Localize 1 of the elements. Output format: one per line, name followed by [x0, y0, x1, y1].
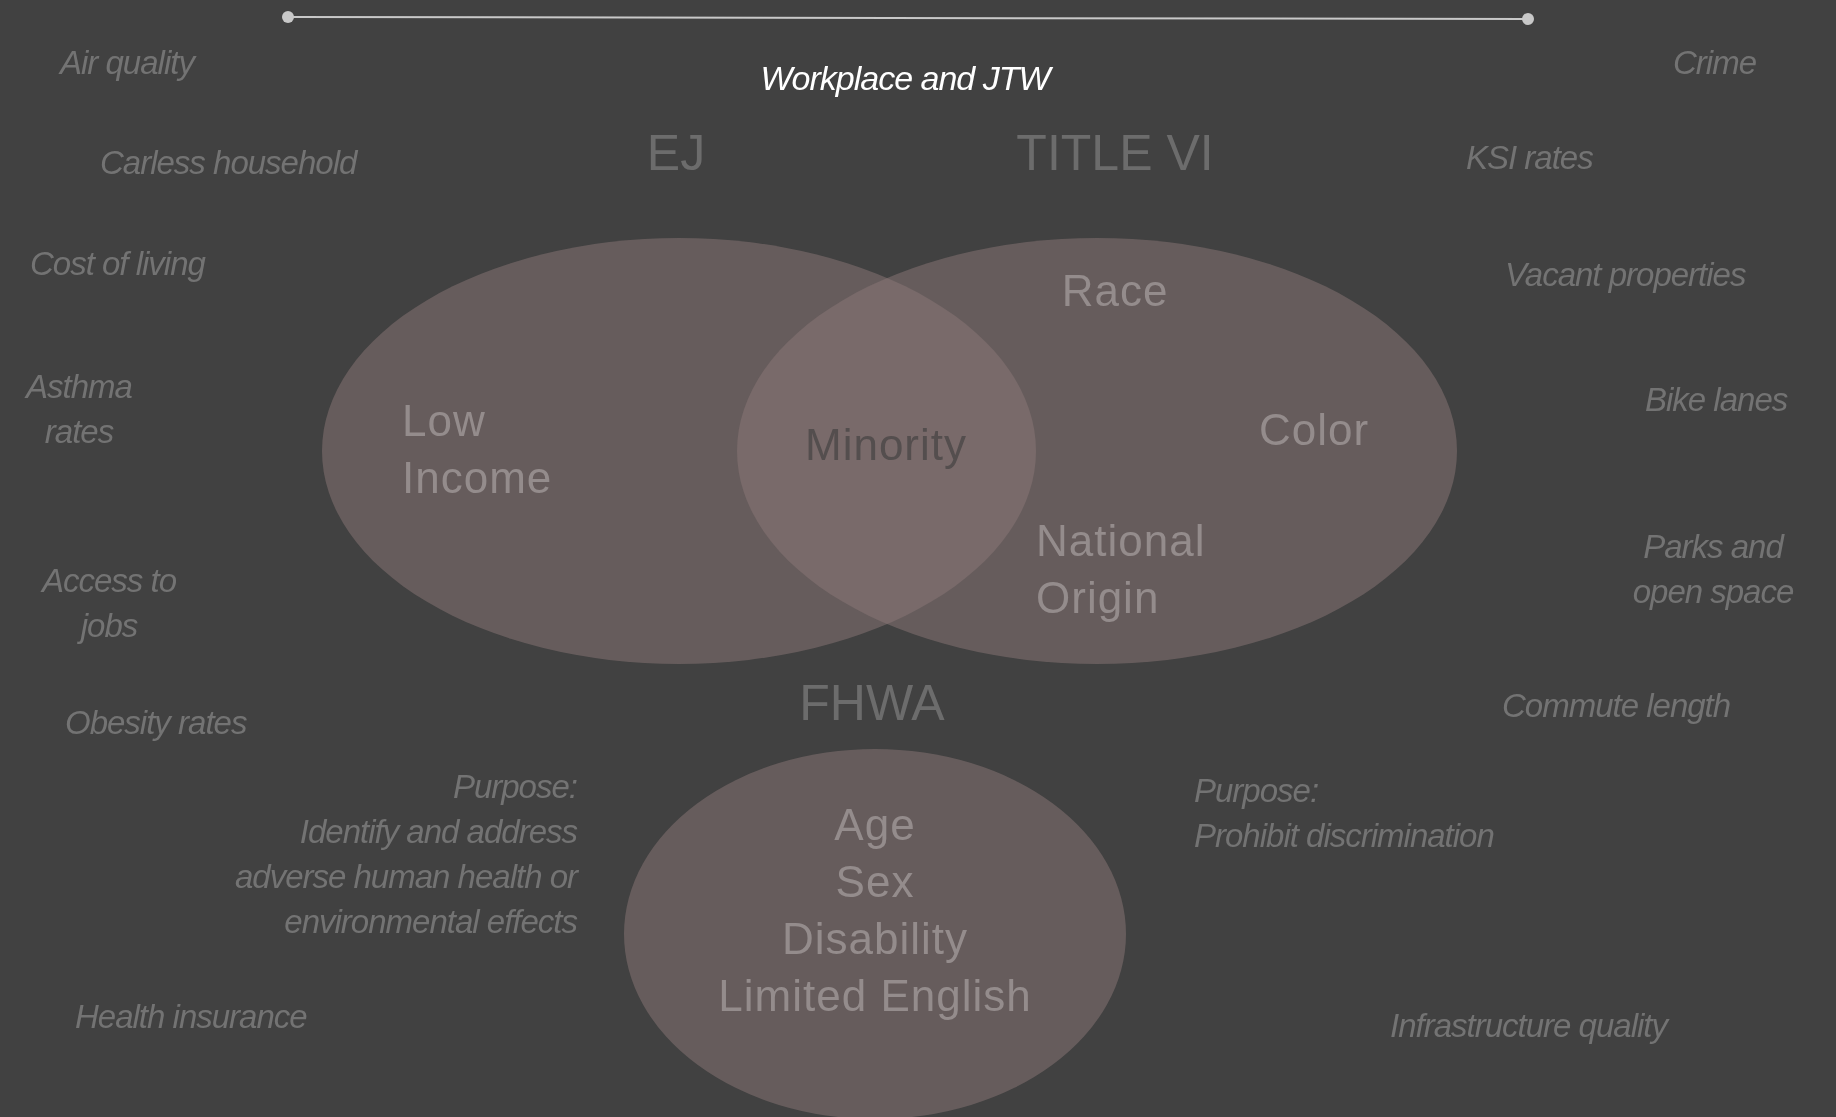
header-text: Workplace and JTW [705, 56, 1105, 101]
